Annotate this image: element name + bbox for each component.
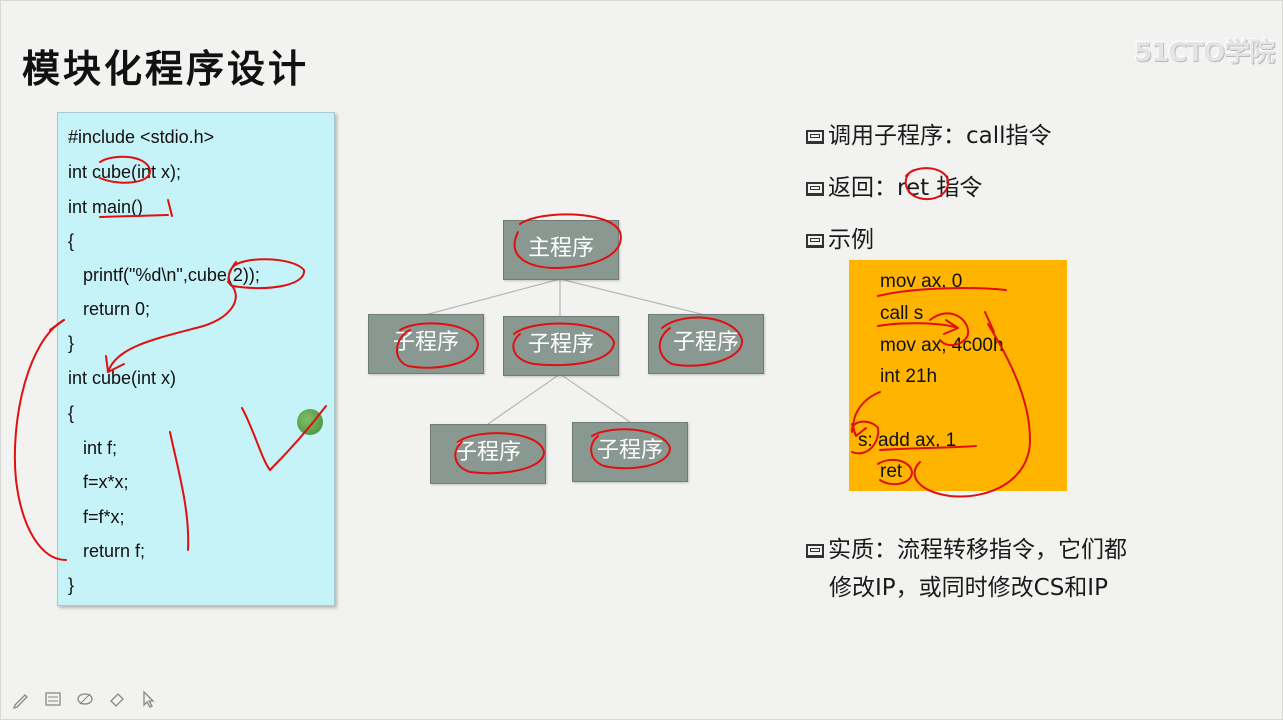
tree-node-sub: 子程序 <box>648 314 764 374</box>
tree-node-sub: 子程序 <box>503 316 619 376</box>
bullet-icon <box>806 130 824 144</box>
bullet-essence-text: 实质：流程转移指令，它们都 <box>828 537 1127 563</box>
bullet-ret: 返回：ret 指令 <box>806 168 982 202</box>
bullet-call-text: 调用子程序：call指令 <box>828 123 1052 149</box>
bullet-example: 示例 <box>806 220 874 254</box>
annotation-toolbar <box>10 688 160 714</box>
code-line: } <box>68 575 75 595</box>
tree-node-sub: 子程序 <box>368 314 484 374</box>
highlighter-icon[interactable] <box>74 688 96 710</box>
code-line: f=x*x; <box>68 472 129 492</box>
board-icon[interactable] <box>42 688 64 710</box>
bullet-essence: 实质：流程转移指令，它们都 <box>806 530 1127 564</box>
asm-line: call s <box>880 303 924 324</box>
code-line: int cube(int x); <box>68 162 182 182</box>
code-line: int cube(int x) <box>68 368 177 388</box>
slide-title: 模块化程序设计 <box>22 47 310 91</box>
code-line: printf("%d\n",cube(2)); <box>68 265 260 285</box>
bullet-essence-cont: 修改IP，或同时修改CS和IP <box>829 575 1108 601</box>
code-line: #include <stdio.h> <box>68 127 215 147</box>
pointer-icon[interactable] <box>138 688 160 710</box>
code-line: { <box>68 231 75 251</box>
code-line: return f; <box>68 541 146 561</box>
tree-node-sub: 子程序 <box>430 424 546 484</box>
bullet-icon <box>806 182 824 196</box>
asm-line: ret <box>880 461 903 482</box>
watermark-logo: 51CTO学院 <box>1134 38 1275 68</box>
tree-node-sub: 子程序 <box>572 422 688 482</box>
asm-line: mov ax, 0 <box>880 271 963 292</box>
code-line: int main() <box>68 197 144 217</box>
asm-line: mov ax, 4c00h <box>880 335 1004 356</box>
code-line: int f; <box>68 438 118 458</box>
code-line: } <box>68 333 75 353</box>
asm-line: int 21h <box>880 366 938 387</box>
c-code-box: #include <stdio.h> int cube(int x); int … <box>57 112 335 606</box>
bullet-call: 调用子程序：call指令 <box>806 116 1052 150</box>
pen-icon[interactable] <box>10 688 32 710</box>
code-line: return 0; <box>68 299 151 319</box>
code-line: f=f*x; <box>68 507 125 527</box>
bullet-ret-text: 返回：ret 指令 <box>828 175 983 201</box>
tree-node-main: 主程序 <box>503 220 619 280</box>
bullet-example-text: 示例 <box>828 227 874 253</box>
asm-line: s: add ax, 1 <box>858 430 957 451</box>
laser-pointer <box>297 409 323 435</box>
code-line: { <box>68 403 75 423</box>
eraser-icon[interactable] <box>106 688 128 710</box>
asm-example-box: mov ax, 0 call s mov ax, 4c00h int 21h s… <box>849 260 1067 491</box>
bullet-icon <box>806 544 824 558</box>
bullet-icon <box>806 234 824 248</box>
